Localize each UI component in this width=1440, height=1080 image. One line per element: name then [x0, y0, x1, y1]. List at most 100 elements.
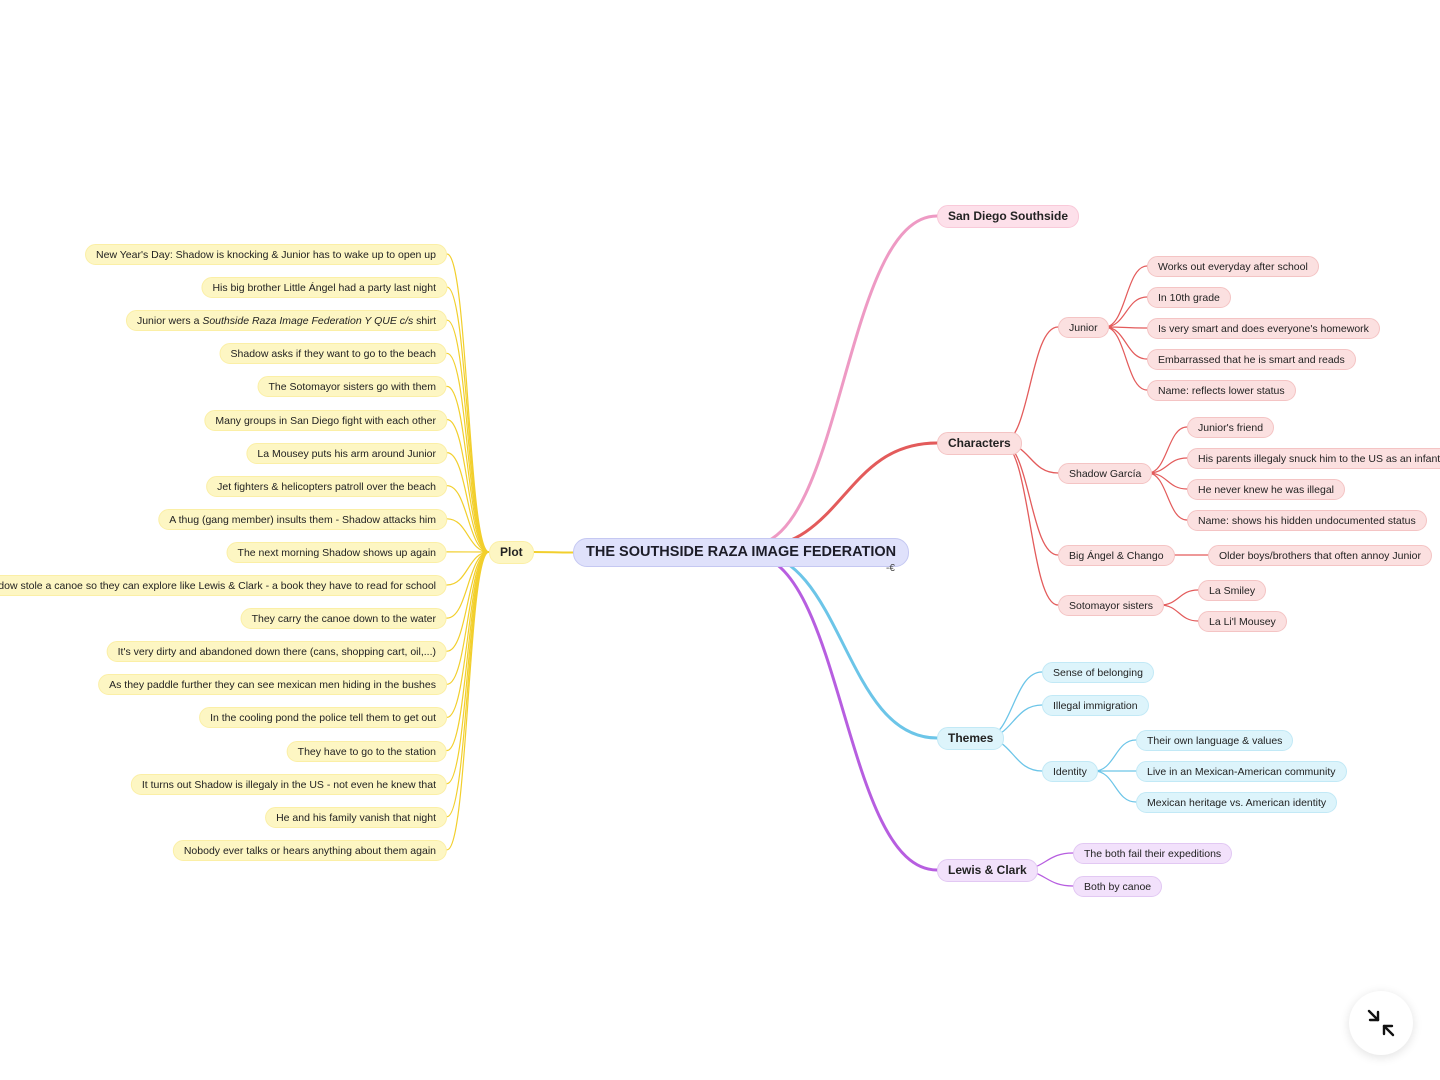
plot-event[interactable]: La Mousey puts his arm around Junior	[246, 442, 447, 464]
topic-both-by-canoe[interactable]: Both by canoe	[1073, 876, 1163, 897]
detail-la-li-l-mousey[interactable]: La Li'l Mousey	[1198, 611, 1287, 632]
connector-line	[446, 385, 490, 553]
node-label: Identity	[1053, 766, 1087, 778]
node-label: New Year's Day: Shadow is knocking & Jun…	[96, 249, 436, 261]
plot-event[interactable]: As they paddle further they can see mexi…	[98, 674, 447, 696]
plot-event[interactable]: Nobody ever talks or hears anything abou…	[172, 839, 447, 861]
node-label: His big brother Little Ángel had a party…	[212, 282, 436, 295]
node-label: Name: shows his hidden undocumented stat…	[1198, 515, 1416, 527]
plot-event[interactable]: They have to go to the station	[286, 740, 447, 762]
node-label: Shadow García	[1069, 468, 1142, 480]
connector-line	[748, 553, 939, 872]
topic-sense-of-belonging[interactable]: Sense of belonging	[1042, 662, 1154, 683]
plot-event[interactable]: The next morning Shadow shows up again	[226, 541, 447, 563]
connector-line	[1093, 739, 1137, 772]
branch-san-diego-southside[interactable]: San Diego Southside	[937, 205, 1080, 228]
node-label: Is very smart and does everyone's homewo…	[1158, 323, 1369, 335]
node-label-suffix: shirt	[413, 315, 436, 328]
node-label: The both fail their expeditions	[1084, 848, 1222, 860]
detail-in-10th-grade[interactable]: In 10th grade	[1147, 287, 1231, 308]
branch-lewis-clark[interactable]: Lewis & Clark	[937, 859, 1038, 882]
node-label: The Sotomayor sisters go with them	[268, 381, 436, 394]
detail-name-reflects-lower-status[interactable]: Name: reflects lower status	[1147, 380, 1296, 401]
node-label: Older boys/brothers that often annoy Jun…	[1219, 550, 1421, 562]
detail-live-in-an-mexican-american-community[interactable]: Live in an Mexican-American community	[1136, 761, 1347, 782]
topic-illegal-immigration[interactable]: Illegal immigration	[1042, 695, 1149, 716]
detail-he-never-knew-he-was-illegal[interactable]: He never knew he was illegal	[1187, 479, 1345, 500]
connector-line	[532, 551, 574, 554]
plot-event[interactable]: Junior wers a Southside Raza Image Feder…	[125, 310, 447, 332]
topic-the-both-fail-their-expeditions[interactable]: The both fail their expeditions	[1073, 843, 1233, 864]
node-label: Themes	[948, 731, 994, 745]
connector-line	[1147, 426, 1188, 474]
detail-works-out-everyday-after-school[interactable]: Works out everyday after school	[1147, 256, 1319, 277]
topic-identity[interactable]: Identity	[1042, 761, 1098, 782]
node-label: Name: reflects lower status	[1158, 385, 1285, 397]
plot-event[interactable]: Shadow asks if they want to go to the be…	[219, 343, 447, 365]
plot-event[interactable]: He and his family vanish that night	[265, 806, 447, 828]
node-label: Junior	[1069, 322, 1098, 334]
plot-event[interactable]: His big brother Little Ángel had a party…	[201, 277, 447, 299]
topic-shadow-garcia[interactable]: Shadow García	[1058, 463, 1153, 484]
connector-line	[446, 518, 490, 553]
detail-la-smiley[interactable]: La Smiley	[1198, 580, 1267, 601]
topic-junior[interactable]: Junior	[1058, 317, 1109, 338]
topic-big-angel-chango[interactable]: Big Ángel & Chango	[1058, 545, 1175, 566]
connector-line	[1104, 296, 1148, 328]
plot-event[interactable]: Many groups in San Diego fight with each…	[204, 409, 447, 431]
node-label: Sense of belonging	[1053, 667, 1143, 679]
node-label: La Smiley	[1209, 585, 1256, 597]
node-label: Both by canoe	[1084, 881, 1152, 893]
plot-event[interactable]: In the cooling pond the police tell them…	[199, 707, 447, 729]
branch-plot[interactable]: Plot	[489, 541, 534, 564]
node-label: Junior's friend	[1198, 422, 1264, 434]
branch-themes[interactable]: Themes	[937, 727, 1005, 750]
node-label: It turns out Shadow is illegaly in the U…	[141, 778, 436, 791]
node-label-italic: Southside Raza Image Federation Y QUE c/…	[202, 315, 414, 328]
connector-line	[1147, 457, 1188, 474]
connector-line	[1104, 265, 1148, 328]
node-label: Plot	[500, 545, 523, 559]
node-label: Many groups in San Diego fight with each…	[215, 414, 436, 427]
topic-sotomayor-sisters[interactable]: Sotomayor sisters	[1058, 595, 1165, 616]
detail-is-very-smart-and-does-everyone-s-homewo[interactable]: Is very smart and does everyone's homewo…	[1147, 318, 1380, 339]
plot-event[interactable]: It turns out Shadow is illegaly in the U…	[130, 773, 447, 795]
plot-event[interactable]: New Year's Day: Shadow is knocking & Jun…	[85, 244, 447, 265]
connector-line	[446, 452, 490, 553]
node-label: Big Ángel & Chango	[1069, 550, 1164, 562]
detail-name-shows-his-hidden-undocumented-statu[interactable]: Name: shows his hidden undocumented stat…	[1187, 510, 1427, 531]
node-label: Their own language & values	[1147, 735, 1283, 747]
node-label: In 10th grade	[1158, 292, 1220, 304]
branch-characters[interactable]: Characters	[937, 432, 1022, 455]
plot-event[interactable]: Shadow stole a canoe so they can explore…	[0, 575, 447, 596]
connector-line	[446, 485, 490, 553]
node-label: He and his family vanish that night	[276, 811, 436, 824]
detail-embarrassed-that-he-is-smart-and-reads[interactable]: Embarrassed that he is smart and reads	[1147, 349, 1356, 370]
collapse-button[interactable]	[1349, 991, 1413, 1055]
node-label: They have to go to the station	[297, 745, 436, 758]
plot-event[interactable]: A thug (gang member) insults them - Shad…	[158, 508, 447, 530]
node-label: Characters	[948, 436, 1011, 450]
detail-older-boys-brothers-that-often-annoy-jun[interactable]: Older boys/brothers that often annoy Jun…	[1208, 545, 1432, 566]
node-label: He never knew he was illegal	[1198, 484, 1334, 496]
root-topic[interactable]: THE SOUTHSIDE RAZA IMAGE FEDERATION	[573, 538, 910, 567]
plot-event[interactable]: Jet fighters & helicopters patroll over …	[206, 475, 447, 497]
connector-line	[446, 418, 490, 553]
detail-their-own-language-values[interactable]: Their own language & values	[1136, 730, 1294, 751]
plot-event[interactable]: They carry the canoe down to the water	[240, 608, 447, 630]
node-label: San Diego Southside	[948, 209, 1069, 223]
node-label: It's very dirty and abandoned down there…	[117, 646, 436, 659]
fold-marker[interactable]: -€	[886, 563, 895, 574]
plot-event[interactable]: The Sotomayor sisters go with them	[257, 376, 447, 398]
node-label: THE SOUTHSIDE RAZA IMAGE FEDERATION	[586, 544, 897, 560]
detail-mexican-heritage-vs-american-identity[interactable]: Mexican heritage vs. American identity	[1136, 792, 1338, 813]
detail-his-parents-illegaly-snuck-him-to-the-us[interactable]: His parents illegaly snuck him to the US…	[1187, 448, 1440, 469]
node-label: Junior wers a	[136, 315, 203, 328]
detail-junior-s-friend[interactable]: Junior's friend	[1187, 417, 1275, 438]
node-label: His parents illegaly snuck him to the US…	[1198, 453, 1440, 465]
node-label: As they paddle further they can see mexi…	[109, 679, 436, 692]
plot-event[interactable]: It's very dirty and abandoned down there…	[106, 641, 447, 663]
node-label: Shadow stole a canoe so they can explore…	[0, 580, 436, 592]
